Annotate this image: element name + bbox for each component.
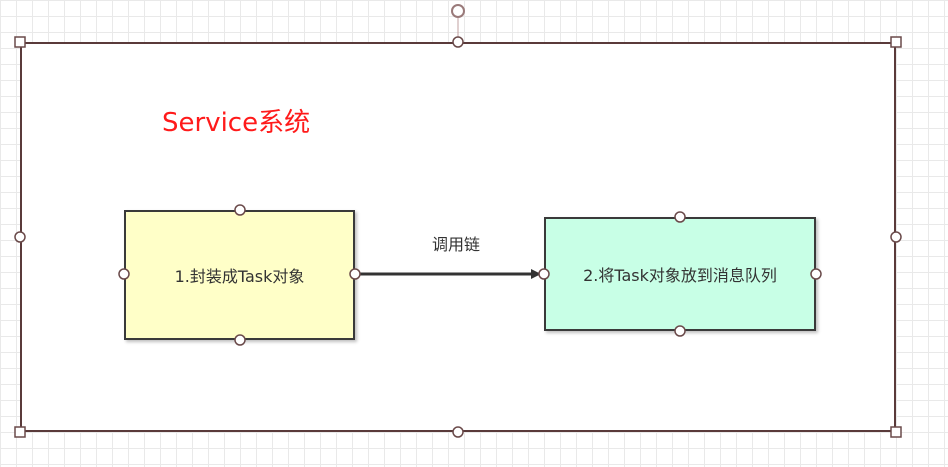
container-title: Service系统 <box>162 108 311 138</box>
resize-handle-top-right[interactable] <box>890 36 902 48</box>
edge-label: 调用链 <box>432 235 481 254</box>
resize-handle-bottom-left[interactable] <box>14 426 26 438</box>
node-label: 1.封装成Task对象 <box>174 267 305 286</box>
node-enqueue-task[interactable]: 2.将Task对象放到消息队列 <box>544 217 816 331</box>
resize-handle-bottom[interactable] <box>452 426 464 438</box>
node-1-port-right[interactable] <box>349 268 361 280</box>
rotate-handle[interactable] <box>451 4 465 18</box>
resize-handle-right[interactable] <box>890 231 902 243</box>
node-1-port-bottom[interactable] <box>234 334 246 346</box>
node-2-port-bottom[interactable] <box>674 325 686 337</box>
node-2-port-right[interactable] <box>810 268 822 280</box>
resize-handle-top-left[interactable] <box>14 36 26 48</box>
node-encapsulate-task[interactable]: 1.封装成Task对象 <box>124 210 355 340</box>
node-1-port-left[interactable] <box>118 268 130 280</box>
resize-handle-top[interactable] <box>452 36 464 48</box>
node-2-port-left[interactable] <box>538 268 550 280</box>
node-label: 2.将Task对象放到消息队列 <box>583 266 777 285</box>
node-2-port-top[interactable] <box>674 211 686 223</box>
node-1-port-top[interactable] <box>234 204 246 216</box>
resize-handle-bottom-right[interactable] <box>890 426 902 438</box>
resize-handle-left[interactable] <box>14 231 26 243</box>
